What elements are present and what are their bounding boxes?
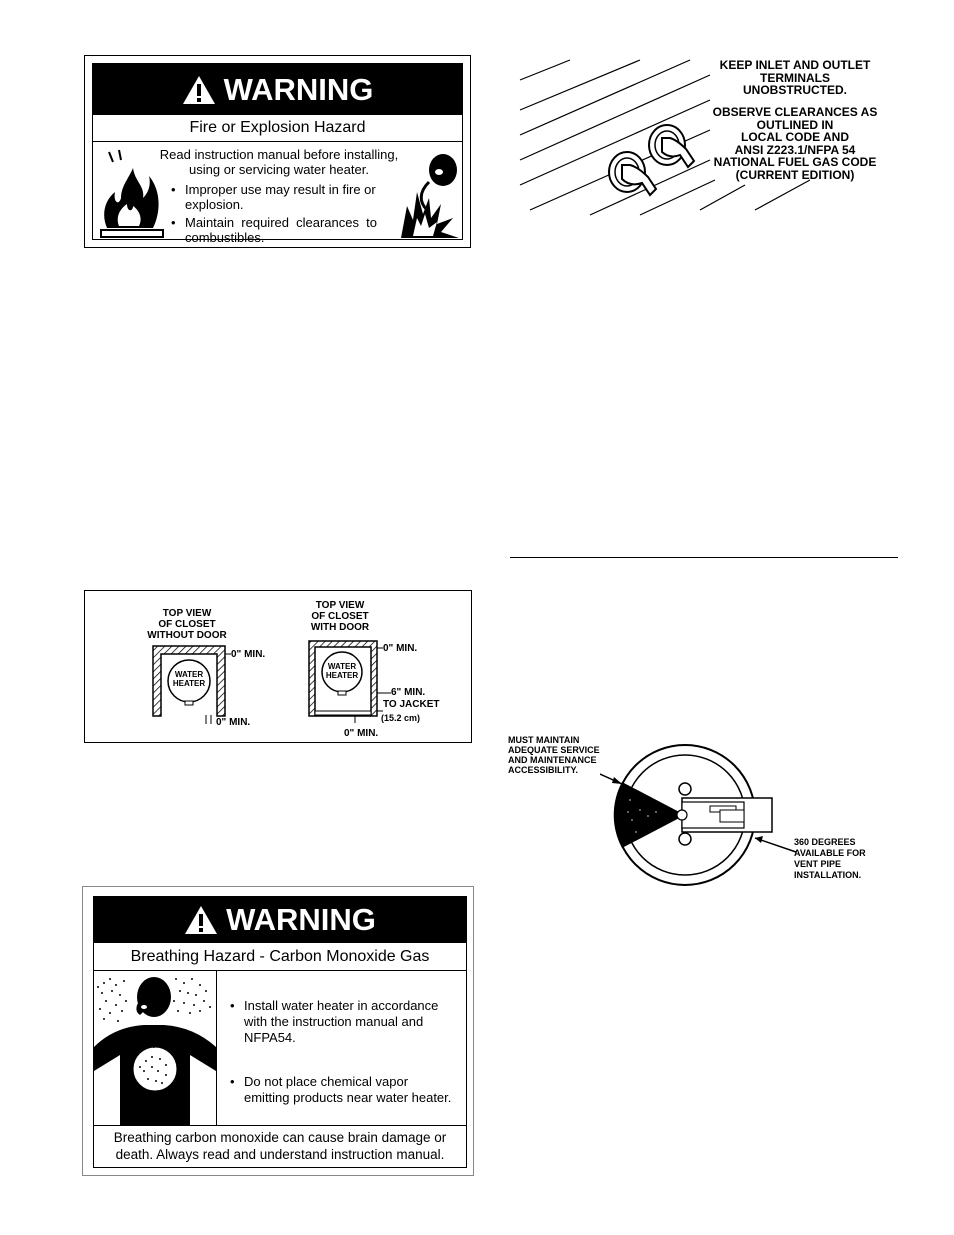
vent-terminal-illustration <box>519 59 810 216</box>
vent-note-line: NATIONAL FUEL GAS CODE <box>713 155 877 169</box>
co-warning-frame: WARNING Breathing Hazard - Carbon Monoxi… <box>93 896 467 1168</box>
fire-warning-bullet: Maintain required clearances to combusti… <box>169 215 377 245</box>
vent-note-line: ANSI Z223.1/NFPA 54 <box>734 142 856 157</box>
water-heater-line: WATER <box>327 662 357 671</box>
water-heater-left-label: WATER HEATER <box>171 670 207 688</box>
co-warning-header: WARNING <box>94 897 466 943</box>
fire-warning-intro: Read instruction manual before installin… <box>159 147 399 177</box>
fire-warning-subtitle: Fire or Explosion Hazard <box>93 115 462 142</box>
note-line: AVAILABLE FOR <box>794 848 866 858</box>
fire-warning-bullet: Improper use may result in fire or explo… <box>169 182 377 212</box>
right-bottom-clearance: 0" MIN. <box>344 728 379 739</box>
note-line: INSTALLATION. <box>794 870 862 880</box>
fire-warning-frame: WARNING Fire or Explosion Hazard Read in… <box>92 63 463 245</box>
note-line: MUST MAINTAIN <box>508 735 580 745</box>
section-divider <box>510 557 898 558</box>
cm-label: (15.2 cm) <box>381 713 421 723</box>
vent-note-keep-clear: KEEP INLET AND OUTLET TERMINALS UNOBSTRU… <box>700 59 890 97</box>
note-line: ADEQUATE SERVICE <box>508 745 600 755</box>
water-heater-line: HEATER <box>325 671 359 680</box>
note-line: AND MAINTENANCE <box>508 755 597 765</box>
explosion-icon <box>401 154 459 238</box>
carbon-monoxide-person-icon <box>94 971 217 1125</box>
note-line: ACCESSIBILITY. <box>508 765 579 775</box>
left-side-clearance: 0" MIN. <box>216 717 251 728</box>
vent-top-view-diagram <box>600 744 797 886</box>
note-line: VENT PIPE <box>794 859 842 869</box>
left-top-clearance: 0" MIN. <box>231 649 266 660</box>
vent-note-line: OUTLINED IN <box>756 117 834 132</box>
vent-note-clearances: OBSERVE CLEARANCES AS OUTLINED IN LOCAL … <box>700 106 890 181</box>
flame-icon <box>100 149 164 238</box>
co-warning-label: WARNING Breathing Hazard - Carbon Monoxi… <box>82 886 474 1176</box>
closet-left-title: TOP VIEW OF CLOSET WITHOUT DOOR <box>131 608 243 641</box>
co-warning-bullet-list: Install water heater in accordance with … <box>228 998 456 1106</box>
closet-title-line: OF CLOSET <box>158 619 216 630</box>
co-warning-bullet: Do not place chemical vapor emitting pro… <box>228 1074 456 1106</box>
fire-warning-title: WARNING <box>223 71 374 107</box>
vent-note-line: LOCAL CODE AND <box>741 130 849 144</box>
service-access-note: MUST MAINTAIN ADEQUATE SERVICE AND MAINT… <box>508 735 628 775</box>
fire-warning-header: WARNING <box>93 64 462 115</box>
vent-note-line: TERMINALS <box>760 70 830 85</box>
co-warning-bullet: Install water heater in accordance with … <box>228 998 456 1046</box>
right-top-clearance: 0" MIN. <box>383 643 418 654</box>
fire-warning-label: WARNING Fire or Explosion Hazard Read in… <box>84 55 471 248</box>
vent-note-line: UNOBSTRUCTED. <box>743 83 847 97</box>
vent-note-line: KEEP INLET AND OUTLET <box>719 58 871 72</box>
to-jacket-label: TO JACKET <box>383 699 440 710</box>
closet-title-line: WITH DOOR <box>310 622 370 633</box>
co-warning-subtitle: Breathing Hazard - Carbon Monoxide Gas <box>94 943 466 971</box>
fire-warning-bullet-list: Improper use may result in fire or explo… <box>169 182 377 245</box>
closet-title-line: TOP VIEW <box>315 600 365 611</box>
closet-clearance-figure: TOP VIEW OF CLOSET WITHOUT DOOR TOP VIEW… <box>84 590 472 743</box>
closet-diagrams <box>152 640 391 724</box>
six-inch-clearance: 6" MIN. <box>391 687 426 698</box>
water-heater-right-label: WATER HEATER <box>324 662 360 680</box>
closet-right-title: TOP VIEW OF CLOSET WITH DOOR <box>297 600 383 633</box>
vent-degrees-note: 360 DEGREES AVAILABLE FOR VENT PIPE INST… <box>794 837 894 881</box>
closet-title-line: TOP VIEW <box>162 608 212 619</box>
vent-note-line: (CURRENT EDITION) <box>735 167 855 182</box>
co-warning-title: WARNING <box>226 902 376 937</box>
warning-triangle-icon <box>185 906 218 934</box>
closet-title-line: WITHOUT DOOR <box>147 630 227 641</box>
water-heater-line: HEATER <box>172 679 206 688</box>
closet-title-line: OF CLOSET <box>311 611 369 622</box>
note-line: 360 DEGREES <box>794 837 856 847</box>
water-heater-line: WATER <box>174 670 204 679</box>
co-warning-footer: Breathing carbon monoxide can cause brai… <box>94 1125 466 1163</box>
warning-triangle-icon <box>182 75 215 104</box>
vent-note-line: OBSERVE CLEARANCES AS <box>712 105 878 119</box>
